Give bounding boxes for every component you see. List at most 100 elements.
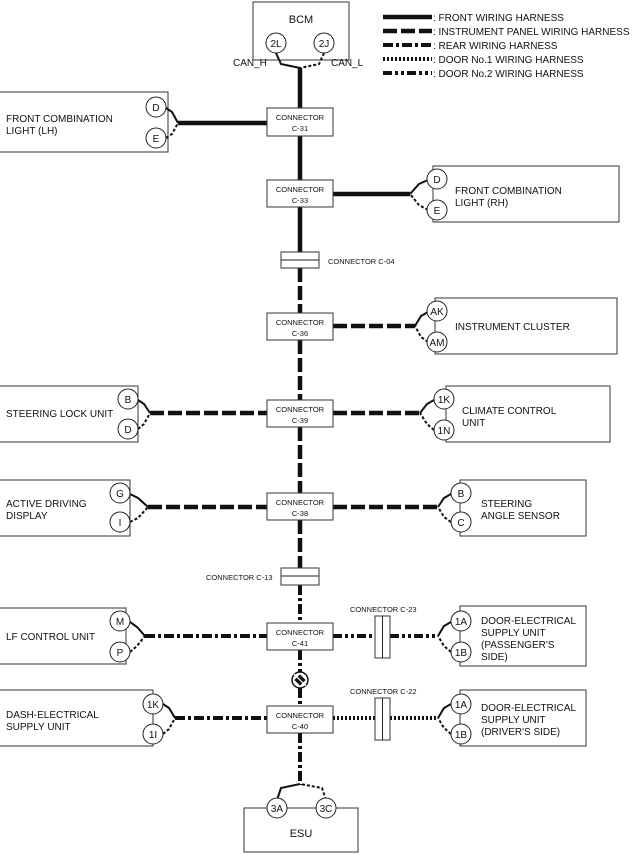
steering-angle-line1: STEERING xyxy=(481,499,532,510)
cluster-pin-ak-label: AK xyxy=(430,307,444,318)
steering-angle-pin-b-label: B xyxy=(458,489,465,500)
lf-control-pin-p xyxy=(109,641,131,663)
legend-door2-label: : DOOR No.2 WIRING HARNESS xyxy=(433,69,584,80)
front-lh-lead-d xyxy=(165,107,179,124)
esu-lead-3c xyxy=(299,783,327,801)
unit-door-supply-passenger: DOOR-ELECTRICAL SUPPLY UNIT (PASSENGER'S… xyxy=(437,605,587,667)
bcm-pin-2l-label: 2L xyxy=(270,39,282,50)
dash-supply-pin-1k xyxy=(142,693,164,715)
legend-front-label: : FRONT WIRING HARNESS xyxy=(433,13,564,24)
climate-control-line1: CLIMATE CONTROL xyxy=(462,406,557,417)
door-passenger-pin-1b xyxy=(450,641,472,663)
joint-connector-c04: CONNECTOR C-04 xyxy=(280,251,395,269)
door-driver-line2: SUPPLY UNIT xyxy=(481,715,546,726)
connector-c33-code: C-33 xyxy=(292,196,308,205)
steering-lock-lead-b xyxy=(137,399,151,414)
climate-pin-1n-label: 1N xyxy=(438,426,451,437)
connector-c33-title: CONNECTOR xyxy=(276,185,325,194)
active-driving-pin-g xyxy=(109,482,131,504)
connector-c41: CONNECTOR C-41 xyxy=(266,622,334,651)
active-driving-line2: DISPLAY xyxy=(6,511,48,522)
door-driver-lead-1a xyxy=(437,703,452,719)
active-driving-pin-i xyxy=(109,511,131,533)
door-passenger-lead-1b xyxy=(437,635,452,653)
door-driver-line1: DOOR-ELECTRICAL xyxy=(481,703,576,714)
door-driver-pin-1b-label: 1B xyxy=(455,730,468,741)
door-driver-line3: (DRIVER'S SIDE) xyxy=(481,727,560,738)
unit-front-combination-light-rh: FRONT COMBINATION LIGHT (RH) D E xyxy=(409,165,620,223)
cluster-pin-ak xyxy=(426,300,448,322)
joint-connector-c22: CONNECTOR C-22 xyxy=(350,687,417,741)
front-rh-line1: FRONT COMBINATION xyxy=(455,186,562,197)
bcm-pin-2l xyxy=(265,32,287,54)
front-lh-pin-d-label: D xyxy=(152,103,159,114)
climate-pin-1n xyxy=(433,419,455,441)
climate-pin-1k xyxy=(433,388,455,410)
door-driver-pin-1a xyxy=(450,693,472,715)
unit-instrument-cluster: INSTRUMENT CLUSTER AK AM xyxy=(414,297,618,355)
front-lh-pin-e-label: E xyxy=(153,134,160,145)
esu-pin-3c-label: 3C xyxy=(320,804,333,815)
can-l-label: CAN_L xyxy=(331,58,364,69)
bcm-can-l-lead xyxy=(299,52,325,69)
esu-pin-3c xyxy=(315,797,337,819)
unit-dash-electrical-supply: DASH-ELECTRICAL SUPPLY UNIT 1K 1I xyxy=(0,689,176,747)
climate-lead-1n xyxy=(419,412,435,431)
unit-door-supply-driver: DOOR-ELECTRICAL SUPPLY UNIT (DRIVER'S SI… xyxy=(437,689,587,747)
connector-c31-title: CONNECTOR xyxy=(276,113,325,122)
front-rh-lead-e xyxy=(409,193,429,211)
active-driving-pin-g-label: G xyxy=(116,489,124,500)
climate-lead-1k xyxy=(419,399,435,414)
steering-angle-lead-c xyxy=(437,506,452,523)
door-driver-pin-1a-label: 1A xyxy=(455,700,468,711)
door-passenger-pin-1a-label: 1A xyxy=(455,617,468,628)
connector-c40: CONNECTOR C-40 xyxy=(266,705,334,734)
door-passenger-pin-1a xyxy=(450,610,472,632)
cluster-pin-am-label: AM xyxy=(430,338,445,349)
unit-front-combination-light-lh: FRONT COMBINATION LIGHT (LH) D E xyxy=(0,91,179,153)
connector-c36-title: CONNECTOR xyxy=(276,318,325,327)
joint-connector-c23: CONNECTOR C-23 xyxy=(350,605,417,659)
dash-supply-line2: SUPPLY UNIT xyxy=(6,722,71,733)
joint-c22-label: CONNECTOR C-22 xyxy=(350,687,417,696)
dash-supply-pin-1i-label: 1I xyxy=(149,730,157,741)
lf-control-lead-m xyxy=(129,621,146,637)
joint-c04-label: CONNECTOR C-04 xyxy=(328,257,395,266)
front-lh-pin-e xyxy=(145,127,167,149)
esu-pin-3a xyxy=(266,797,288,819)
active-driving-line1: ACTIVE DRIVING xyxy=(6,499,87,510)
cluster-lead-ak xyxy=(414,311,429,327)
bcm-pin-2j xyxy=(313,32,335,54)
connector-c36-code: C-36 xyxy=(292,329,308,338)
esu-lead-3a xyxy=(276,783,301,801)
front-lh-lead-e xyxy=(165,122,179,139)
climate-pin-1k-label: 1K xyxy=(438,395,451,406)
connector-c38-title: CONNECTOR xyxy=(276,498,325,507)
unit-active-driving-display: ACTIVE DRIVING DISPLAY G I xyxy=(0,479,149,537)
legend: : FRONT WIRING HARNESS : INSTRUMENT PANE… xyxy=(383,13,630,80)
instrument-cluster-line1: INSTRUMENT CLUSTER xyxy=(455,322,570,333)
connector-c38: CONNECTOR C-38 xyxy=(266,492,334,521)
steering-lock-line1: STEERING LOCK UNIT xyxy=(6,409,113,420)
front-rh-line2: LIGHT (RH) xyxy=(455,198,508,209)
front-rh-pin-e-label: E xyxy=(434,206,441,217)
unit-lf-control: LF CONTROL UNIT M P xyxy=(0,607,146,665)
connector-c39: CONNECTOR C-39 xyxy=(266,399,334,428)
door-passenger-line4: SIDE) xyxy=(481,652,508,663)
steering-angle-line2: ANGLE SENSOR xyxy=(481,511,560,522)
front-lh-line2: LIGHT (LH) xyxy=(6,126,58,137)
can-h-label: CAN_H xyxy=(233,58,267,69)
lf-control-pin-p-label: P xyxy=(117,648,124,659)
door-passenger-pin-1b-label: 1B xyxy=(455,648,468,659)
dash-supply-pin-1i xyxy=(142,723,164,745)
connector-c31: CONNECTOR C-31 xyxy=(266,107,334,137)
connector-c41-title: CONNECTOR xyxy=(276,628,325,637)
connector-c39-title: CONNECTOR xyxy=(276,405,325,414)
front-lh-pin-d xyxy=(145,96,167,118)
legend-rear-label: : REAR WIRING HARNESS xyxy=(433,41,558,52)
legend-ip-label: : INSTRUMENT PANEL WIRING HARNESS xyxy=(433,27,630,38)
connector-c38-code: C-38 xyxy=(292,509,308,518)
unit-steering-lock: STEERING LOCK UNIT B D xyxy=(0,385,151,443)
steering-angle-pin-b xyxy=(450,482,472,504)
